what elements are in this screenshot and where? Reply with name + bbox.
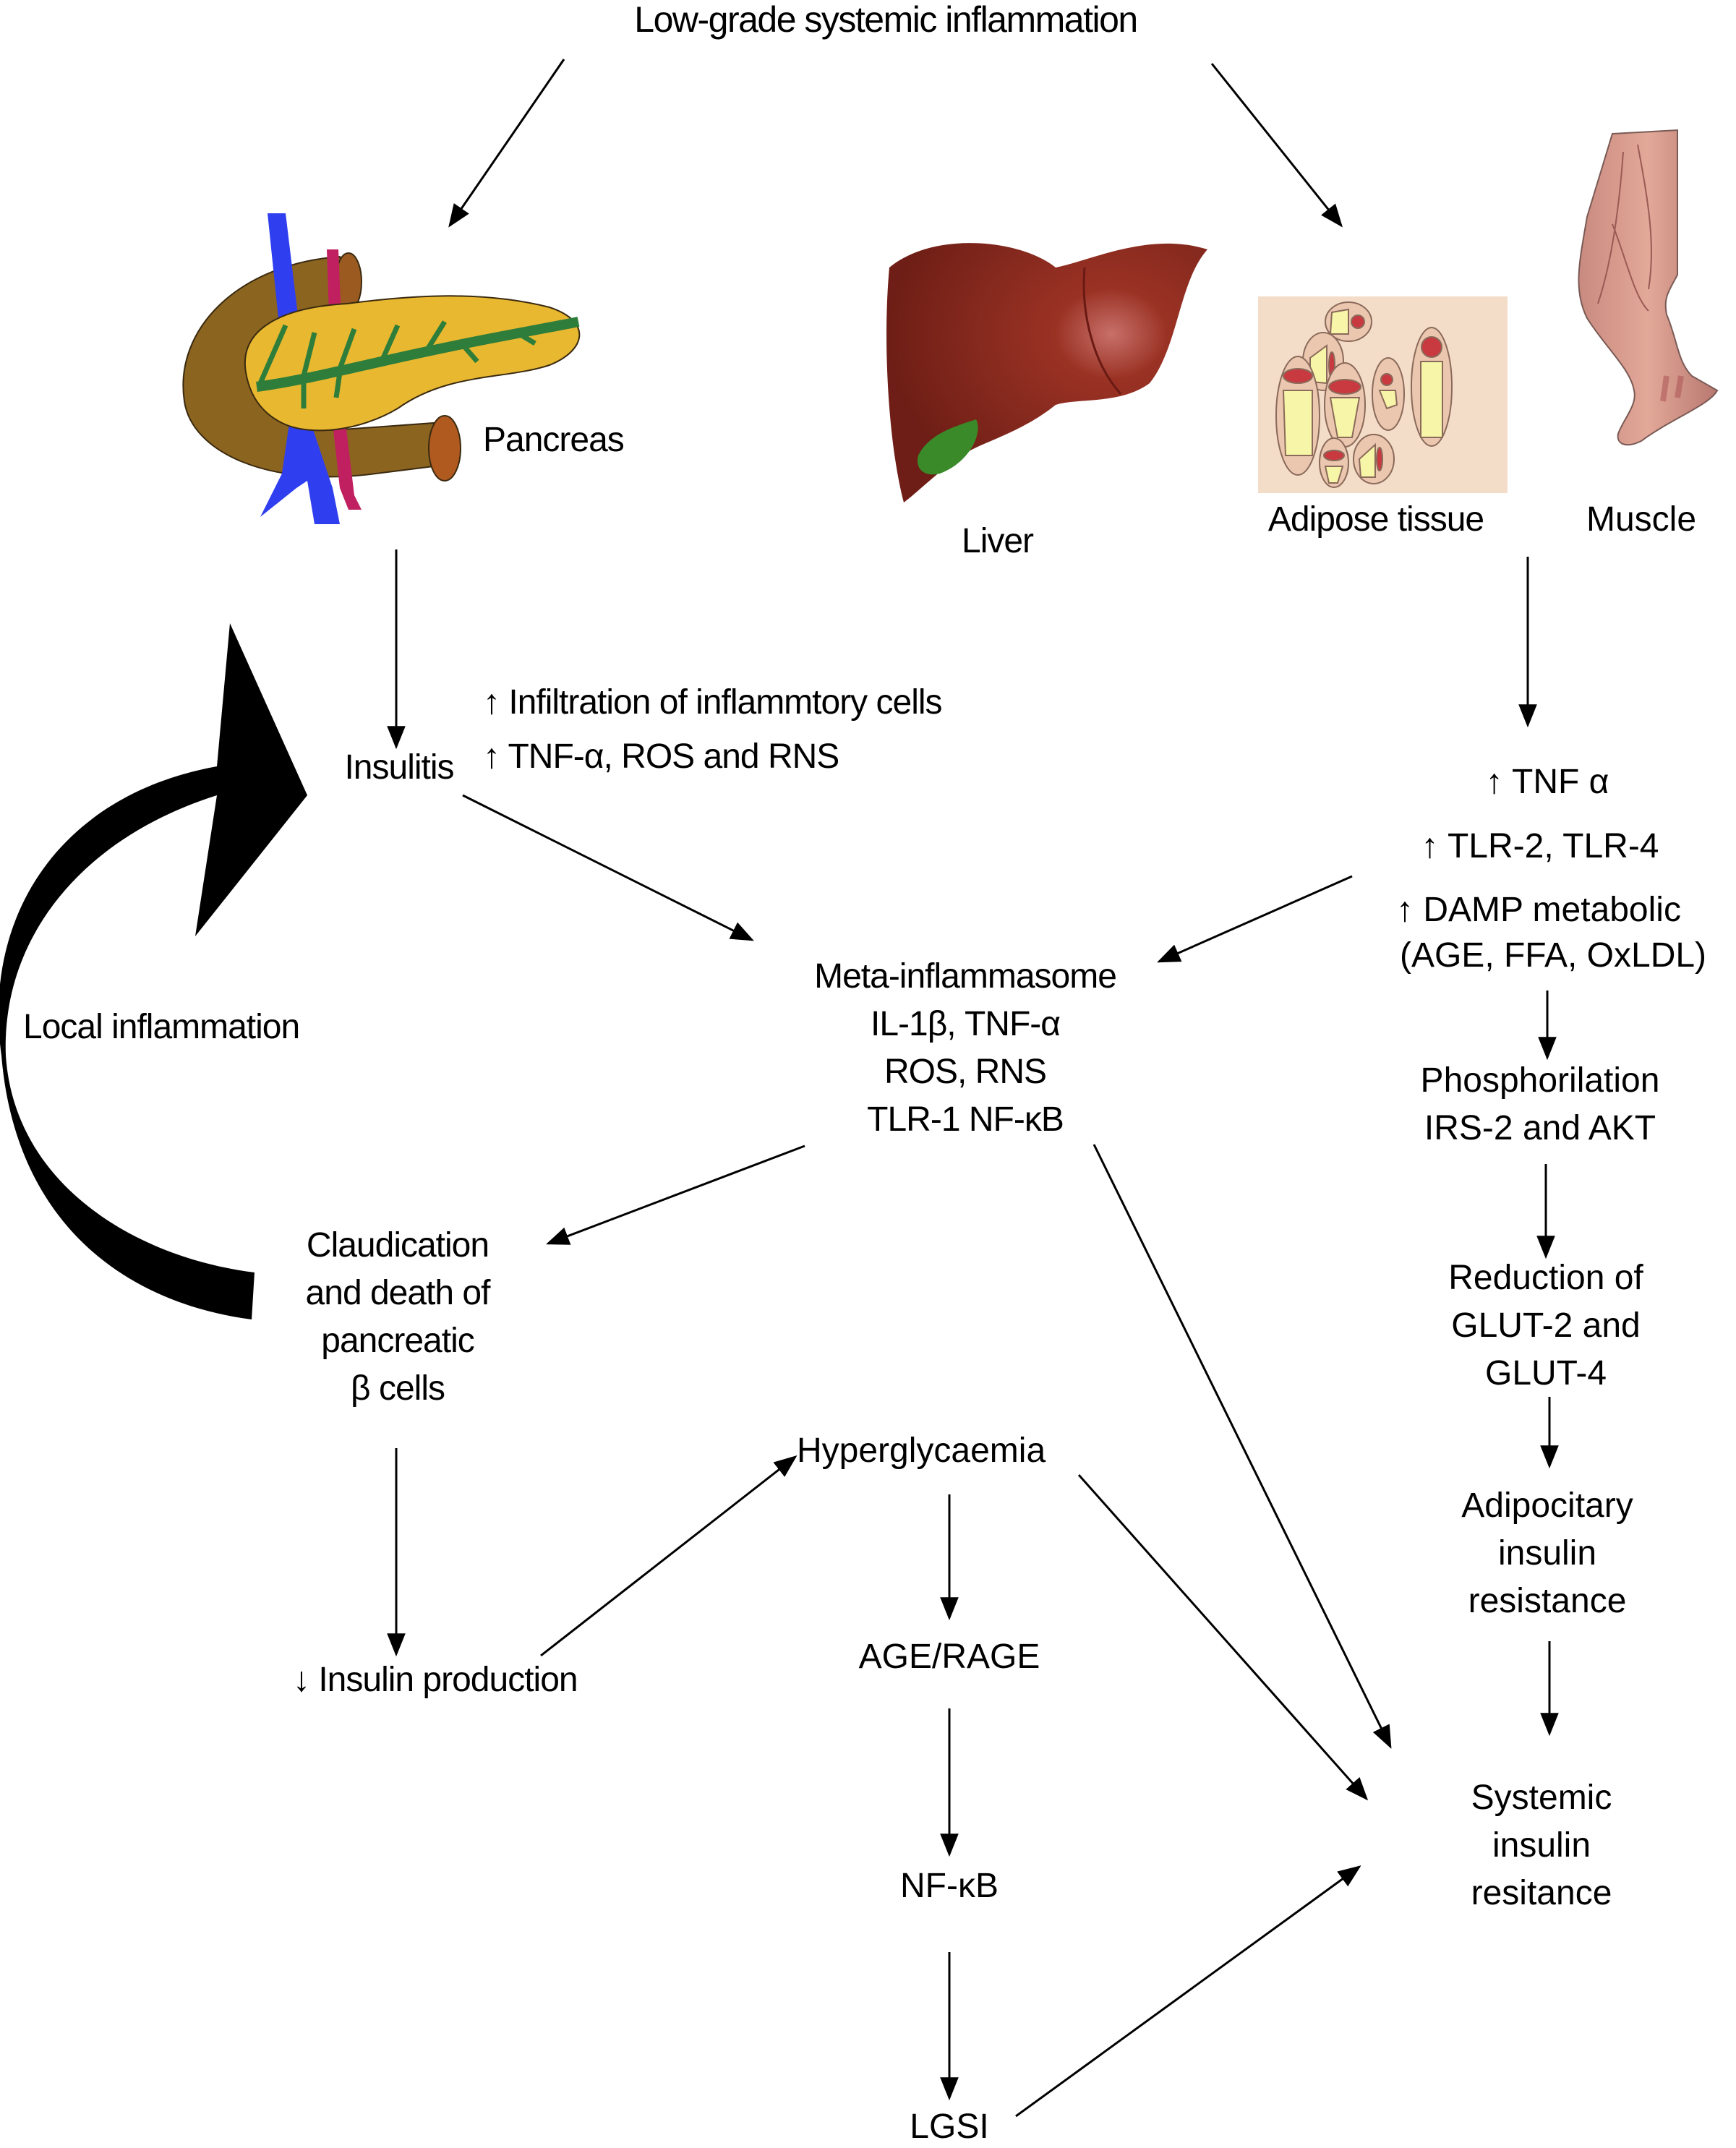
phosphorilation-node: Phosphorilation IRS-2 and AKT bbox=[1421, 1057, 1660, 1152]
duodenum-end-bottom bbox=[428, 415, 461, 482]
adipocitary-line-3: resistance bbox=[1468, 1582, 1627, 1620]
glut-line-1: Reduction of bbox=[1448, 1259, 1643, 1297]
meta-line-2: IL-1β, TNF-α bbox=[870, 1005, 1061, 1043]
arrow-hyperglycaemia-to-systemic bbox=[1077, 1474, 1369, 1801]
arrow-meta-to-claudication bbox=[546, 1144, 805, 1245]
meta-line-3: ROS, RNS bbox=[884, 1053, 1047, 1091]
adipose-tissue-label: Adipose tissue bbox=[1267, 500, 1484, 539]
phosphorilation-line-2: IRS-2 and AKT bbox=[1424, 1109, 1656, 1147]
claudication-line-1: Claudication bbox=[306, 1226, 489, 1265]
tnf-alpha-node: ↑ TNF α bbox=[1485, 763, 1609, 801]
insulitis-effect-infiltration: ↑ Infiltration of inflammtory cells bbox=[483, 683, 943, 722]
local-inflammation-label: Local inflammation bbox=[23, 1008, 300, 1046]
systemic-line-1: Systemic bbox=[1471, 1779, 1612, 1817]
arrow-meta-to-systemic bbox=[1093, 1144, 1392, 1749]
systemic-resistance-node: Systemic insulin resitance bbox=[1471, 1774, 1612, 1917]
claudication-line-4: β cells bbox=[351, 1369, 445, 1408]
insulitis-effect-tnf: ↑ TNF-α, ROS and RNS bbox=[483, 737, 839, 776]
arrow-insulin-to-hyperglycaemia bbox=[540, 1455, 798, 1657]
nfkb-node: NF-κB bbox=[900, 1867, 999, 1905]
insulitis-node: Insulitis bbox=[344, 748, 454, 787]
meta-line-1: Meta-inflammasome bbox=[814, 957, 1117, 996]
muscle-illustration bbox=[1578, 129, 1719, 446]
lgsi-node: LGSI bbox=[910, 2108, 989, 2146]
glut-reduction-node: Reduction of GLUT-2 and GLUT-4 bbox=[1448, 1254, 1643, 1398]
arrow-title-to-pancreas bbox=[448, 59, 565, 228]
arrow-insulitis-to-meta bbox=[462, 794, 754, 941]
claudication-line-2: and death of bbox=[305, 1274, 491, 1312]
claudication-line-3: pancreatic bbox=[321, 1322, 474, 1360]
arrow-lgsi-to-systemic bbox=[1015, 1865, 1361, 2118]
liver-illustration bbox=[886, 243, 1207, 502]
muscle-label: Muscle bbox=[1586, 500, 1697, 539]
meta-line-4: TLR-1 NF-κB bbox=[867, 1100, 1064, 1139]
liver-label: Liver bbox=[962, 522, 1034, 560]
pancreas-illustration bbox=[182, 213, 581, 524]
pancreas-label: Pancreas bbox=[483, 421, 625, 459]
pancreatic-duct bbox=[256, 317, 580, 392]
glut-line-3: GLUT-4 bbox=[1484, 1354, 1607, 1392]
glut-line-2: GLUT-2 and bbox=[1451, 1306, 1641, 1345]
damp-node: ↑ DAMP metabolic bbox=[1396, 891, 1681, 929]
phosphorilation-line-1: Phosphorilation bbox=[1420, 1061, 1660, 1100]
age-rage-node: AGE/RAGE bbox=[858, 1638, 1040, 1676]
meta-inflammasome-node: Meta-inflammasome IL-1β, TNF-α ROS, RNS … bbox=[814, 953, 1117, 1144]
claudication-node: Claudication and death of pancreatic β c… bbox=[305, 1222, 491, 1413]
damp-detail: (AGE, FFA, OxLDL) bbox=[1399, 936, 1707, 975]
systemic-line-2: insulin bbox=[1492, 1826, 1591, 1865]
arrow-tlr-to-meta bbox=[1157, 875, 1353, 963]
pancreas-body bbox=[244, 295, 581, 432]
local-inflammation-feedback-arrow bbox=[0, 623, 307, 1319]
systemic-line-3: resitance bbox=[1471, 1874, 1612, 1912]
leg-shape bbox=[1578, 129, 1719, 446]
hyperglycaemia-node: Hyperglycaemia bbox=[797, 1432, 1046, 1470]
liver-lobe-divider bbox=[1082, 267, 1122, 395]
adipocitary-line-2: insulin bbox=[1497, 1534, 1597, 1573]
tlr-node: ↑ TLR-2, TLR-4 bbox=[1421, 827, 1659, 865]
diagram-title: Low-grade systemic inflammation bbox=[634, 0, 1138, 40]
adipose-tissue-illustration bbox=[1258, 296, 1508, 493]
insulin-production-node: ↓ Insulin production bbox=[293, 1661, 578, 1699]
arrow-title-to-adipose bbox=[1210, 63, 1343, 228]
adipocitary-resistance-node: Adipocitary insulin resistance bbox=[1461, 1482, 1633, 1625]
adipocitary-line-1: Adipocitary bbox=[1461, 1486, 1633, 1525]
gallbladder bbox=[918, 419, 978, 475]
